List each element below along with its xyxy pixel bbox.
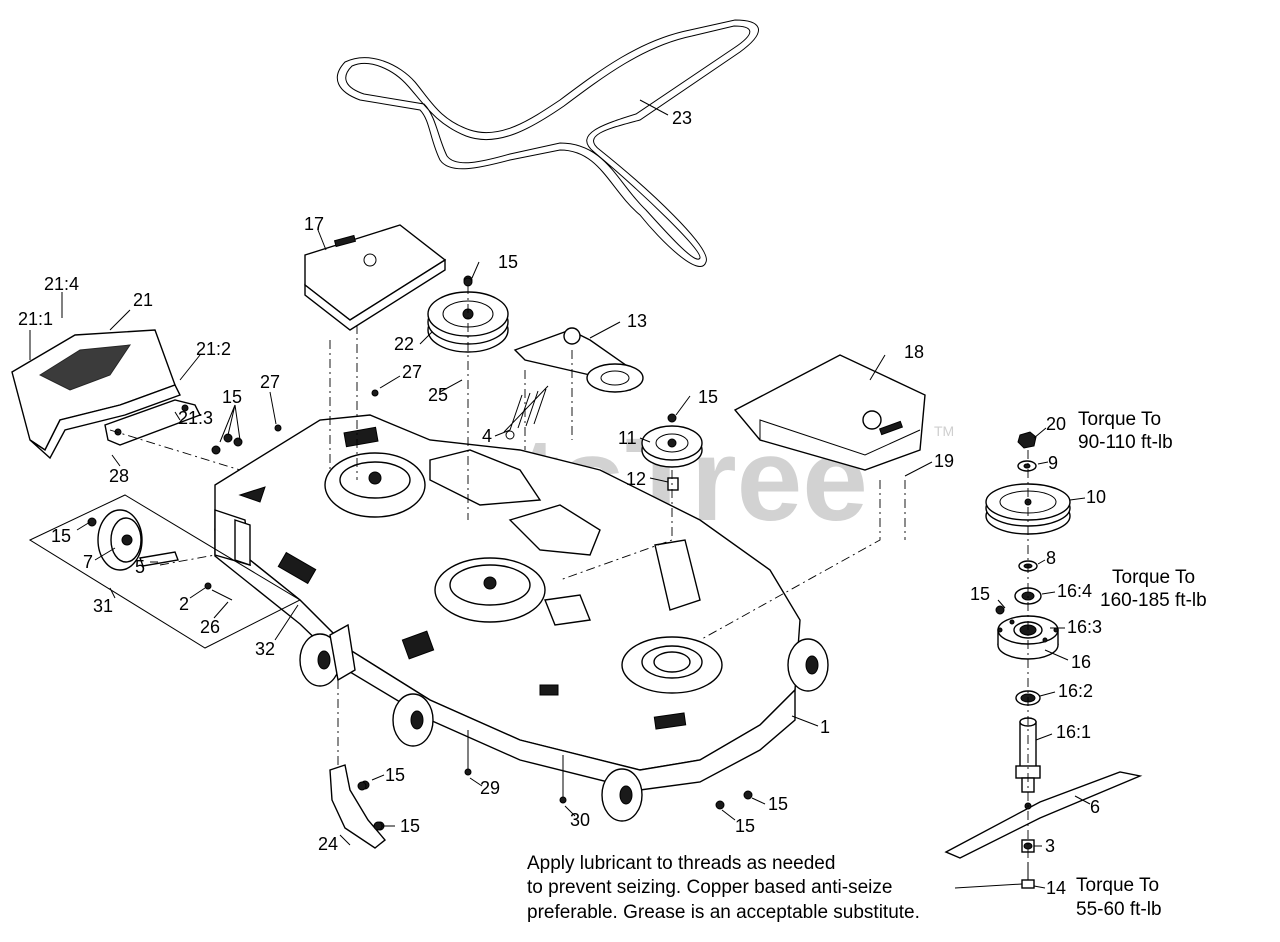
callout-4: 4 xyxy=(482,426,492,446)
idler-arm-13 xyxy=(513,327,644,393)
callout-30: 30 xyxy=(570,810,590,830)
callout-24: 24 xyxy=(318,834,338,854)
callout-15-e: 15 xyxy=(385,765,405,785)
callout-16-2: 16:2 xyxy=(1058,681,1093,701)
note-line-1: Apply lubricant to threads as needed xyxy=(527,853,835,874)
pulley-cover-18 xyxy=(733,354,926,471)
callout-15-g: 15 xyxy=(735,816,755,836)
callout-21-1: 21:1 xyxy=(18,309,53,329)
callout-15-c: 15 xyxy=(222,387,242,407)
callout-15-d: 15 xyxy=(51,526,71,546)
spring-4 xyxy=(503,385,549,440)
torque-16-line1: Torque To xyxy=(1112,567,1195,588)
callout-22: 22 xyxy=(394,334,414,354)
spindle-assembly xyxy=(944,431,1143,889)
callout-28: 28 xyxy=(109,466,129,486)
callout-26: 26 xyxy=(200,617,220,637)
callout-32: 32 xyxy=(255,639,275,659)
callout-16-3: 16:3 xyxy=(1067,617,1102,637)
callout-20: 20 xyxy=(1046,414,1066,434)
alignment-lines xyxy=(109,285,906,765)
callout-2: 2 xyxy=(179,594,189,614)
callout-12: 12 xyxy=(626,469,646,489)
gauge-wheels xyxy=(299,633,829,822)
callout-8: 8 xyxy=(1046,548,1056,568)
callout-25: 25 xyxy=(428,385,448,405)
callout-23: 23 xyxy=(672,108,692,128)
bolts-29-30 xyxy=(464,730,567,804)
torque-specs: Torque To 90-110 ft-lb Torque To 160-185… xyxy=(1076,409,1207,920)
callout-27-a: 27 xyxy=(402,362,422,382)
callout-labels: 23 17 15 22 13 18 15 27 25 4 11 12 19 21… xyxy=(18,108,1106,898)
bracket-21-2 xyxy=(104,399,201,446)
torque-20-line2: 90-110 ft-lb xyxy=(1078,432,1173,453)
callout-10: 10 xyxy=(1086,487,1106,507)
callout-16: 16 xyxy=(1071,652,1091,672)
hardware-nuts xyxy=(211,277,1005,831)
callout-15-a: 15 xyxy=(498,252,518,272)
watermark-trademark: TM xyxy=(934,423,954,439)
caster-assembly-31 xyxy=(28,494,302,649)
callout-21-4: 21:4 xyxy=(44,274,79,294)
leader-lines xyxy=(29,99,1091,889)
callout-27-b: 27 xyxy=(260,372,280,392)
torque-14-line2: 55-60 ft-lb xyxy=(1076,899,1162,920)
callout-17: 17 xyxy=(304,214,324,234)
callout-16-1: 16:1 xyxy=(1056,722,1091,742)
callout-19: 19 xyxy=(934,451,954,471)
callout-15-h: 15 xyxy=(768,794,788,814)
pulley-11 xyxy=(641,413,703,491)
torque-16-line2: 160-185 ft-lb xyxy=(1100,590,1207,611)
callout-29: 29 xyxy=(480,778,500,798)
belt-shield-21 xyxy=(11,329,181,460)
torque-20-line1: Torque To xyxy=(1078,409,1161,430)
callout-15-b: 15 xyxy=(698,387,718,407)
callout-5: 5 xyxy=(135,557,145,577)
mower-deck-housing xyxy=(214,414,801,791)
callout-3: 3 xyxy=(1045,836,1055,856)
callout-31: 31 xyxy=(93,596,113,616)
callout-14: 14 xyxy=(1046,878,1066,898)
callout-7: 7 xyxy=(83,552,93,572)
pulley-cover-17 xyxy=(304,224,447,331)
callout-6: 6 xyxy=(1090,797,1100,817)
note-line-3: preferable. Grease is an acceptable subs… xyxy=(527,902,920,923)
callout-16-4: 16:4 xyxy=(1057,581,1092,601)
callout-15-f: 15 xyxy=(400,816,420,836)
callout-13: 13 xyxy=(627,311,647,331)
callout-21-2: 21:2 xyxy=(196,339,231,359)
callout-11: 11 xyxy=(618,428,637,448)
callout-21: 21 xyxy=(133,290,153,310)
callout-9: 9 xyxy=(1048,453,1058,473)
callout-15-i: 15 xyxy=(970,584,990,604)
callout-21-3: 21:3 xyxy=(178,408,213,428)
callout-1: 1 xyxy=(820,717,830,737)
lubricant-note: Apply lubricant to threads as needed to … xyxy=(527,853,920,923)
note-line-2: to prevent seizing. Copper based anti-se… xyxy=(527,877,892,898)
drive-belt xyxy=(336,19,759,267)
torque-14-line1: Torque To xyxy=(1076,875,1159,896)
callout-18: 18 xyxy=(904,342,924,362)
